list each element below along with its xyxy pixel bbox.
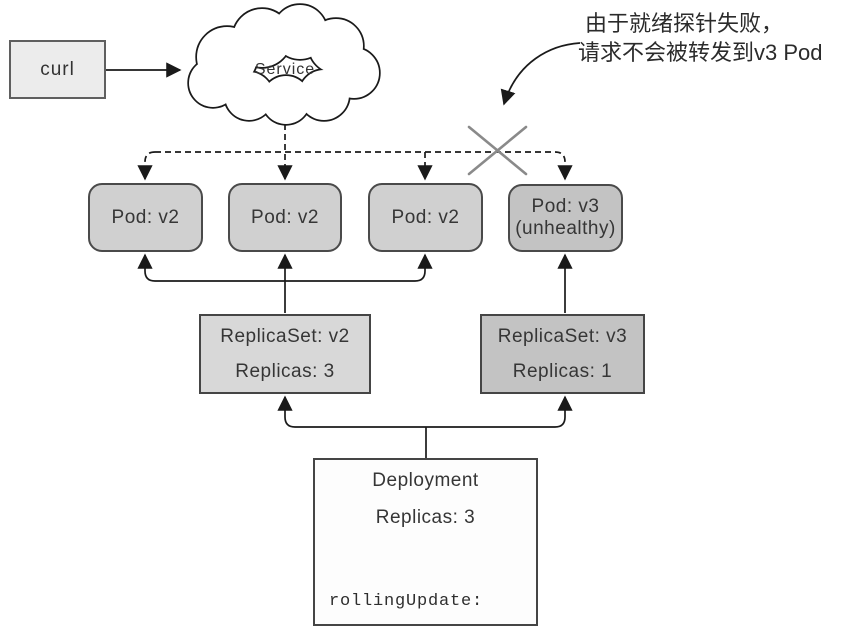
replicaset-v2-node: ReplicaSet: v2 Replicas: 3 <box>199 314 371 394</box>
replicaset-replicas: Replicas: 3 <box>235 361 335 382</box>
curl-node: curl <box>9 40 106 99</box>
pod-label: Pod: v2 <box>251 206 319 228</box>
service-route-to-pod1 <box>137 151 156 181</box>
pod-label: Pod: v2 <box>391 206 460 228</box>
annotation-curve-arrow <box>500 42 581 106</box>
deployment-config: rollingUpdate: maxSurge: 1 maxUnavailabl… <box>329 544 536 632</box>
pod-label: Pod: v2 <box>111 206 180 228</box>
annotation-text: 由于就绪探针失败， 请求不会被转发到v3 Pod <box>578 9 823 67</box>
pod-sublabel: (unhealthy) <box>515 218 616 239</box>
pod-v2-node-1: Pod: v2 <box>88 183 203 252</box>
deployment-title: Deployment <box>372 470 479 491</box>
service-route-to-pod4 <box>554 151 573 181</box>
annotation-line-1: 由于就绪探针失败， <box>585 11 784 36</box>
blocked-cross-icon <box>467 125 528 176</box>
deployment-node: Deployment Replicas: 3 rollingUpdate: ma… <box>313 458 538 626</box>
deployment-replicas: Replicas: 3 <box>375 507 476 528</box>
replicaset-v3-node: ReplicaSet: v3 Replicas: 1 <box>480 314 645 394</box>
replicaset-name: ReplicaSet: v3 <box>497 326 628 347</box>
replicaset-name: ReplicaSet: v2 <box>220 326 350 347</box>
curl-label: curl <box>40 58 75 80</box>
config-line: rollingUpdate: <box>329 592 484 611</box>
pod-v2-node-2: Pod: v2 <box>228 183 342 252</box>
pod-v3-node: Pod: v3 (unhealthy) <box>508 184 623 252</box>
annotation-line-2: 请求不会被转发到v3 Pod <box>578 40 823 65</box>
pod-label: Pod: v3 <box>531 196 600 217</box>
replicaset-replicas: Replicas: 1 <box>512 361 613 382</box>
deployment-bracket <box>277 395 573 428</box>
pod-v2-node-3: Pod: v2 <box>368 183 483 252</box>
service-label: Service <box>254 61 316 78</box>
service-cloud-icon <box>187 3 381 126</box>
